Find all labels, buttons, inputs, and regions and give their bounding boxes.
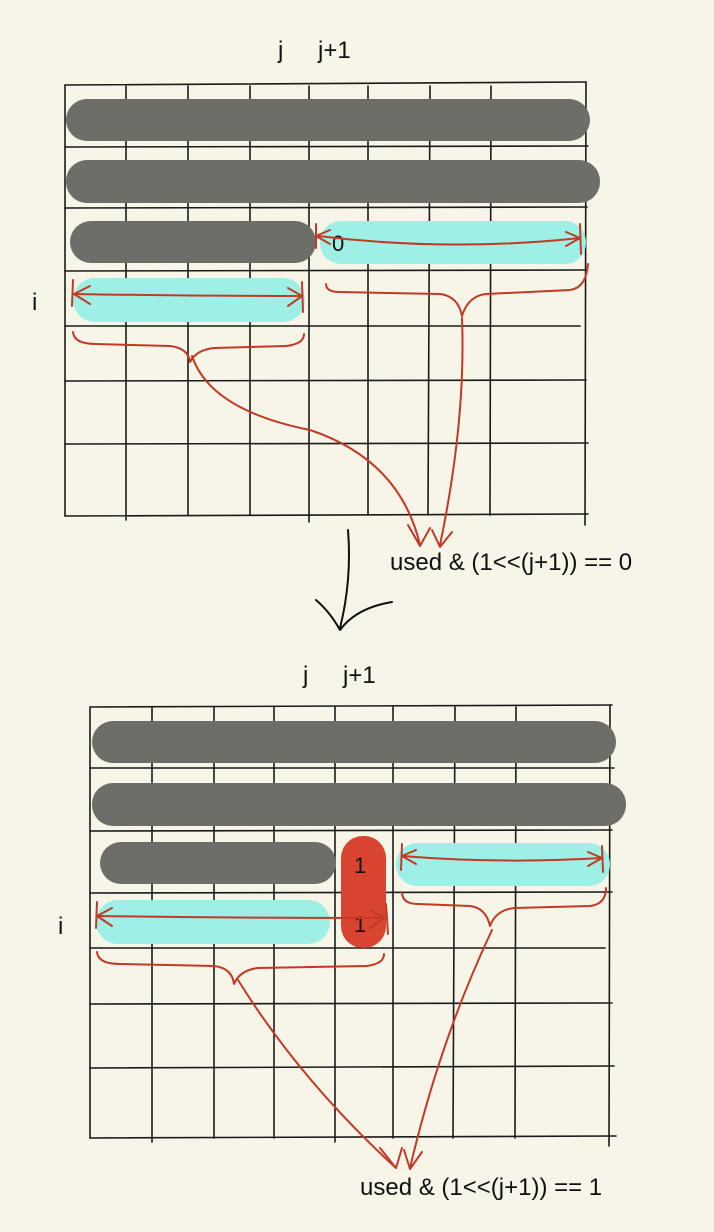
top-diagram: j j+1 i 0 [32, 37, 632, 576]
bottom-gray-bar-row-1 [92, 721, 616, 763]
bottom-vertical-domino [341, 836, 386, 948]
bottom-formula: used & (1<<(j+1)) == 1 [360, 1174, 602, 1201]
top-cell-value: 0 [332, 231, 344, 256]
top-gray-bar-row-2 [66, 160, 600, 203]
top-cyan-bar-row-3-right [320, 221, 586, 264]
bottom-grid [89, 704, 617, 1147]
top-col-label-j-plus-1: j+1 [317, 37, 351, 64]
bottom-row-label-i: i [58, 913, 63, 940]
top-formula: used & (1<<(j+1)) == 0 [390, 549, 632, 576]
top-cyan-bar-row-4-left [73, 278, 305, 322]
bottom-gray-bar-row-3-left [100, 842, 336, 884]
top-gray-bar-row-1 [66, 99, 590, 141]
bottom-gray-bar-row-2 [92, 783, 626, 826]
top-col-label-j: j [277, 37, 283, 64]
top-red-annotations [71, 223, 589, 548]
top-gray-bar-row-3-left [70, 221, 316, 263]
bottom-domino-top-value: 1 [354, 853, 366, 878]
bottom-domino-bottom-value: 1 [354, 912, 366, 937]
bottom-col-label-j: j [302, 662, 308, 689]
top-grid [64, 81, 589, 526]
top-row-label-i: i [32, 289, 37, 316]
bottom-col-label-j-plus-1: j+1 [342, 662, 376, 689]
bottom-cyan-bar-row-4-left [96, 900, 330, 944]
bottom-red-annotations [95, 843, 607, 1170]
bottom-diagram: j j+1 i [58, 662, 626, 1201]
transition-arrow [315, 529, 393, 631]
bottom-cyan-bar-row-3-right [396, 843, 610, 886]
